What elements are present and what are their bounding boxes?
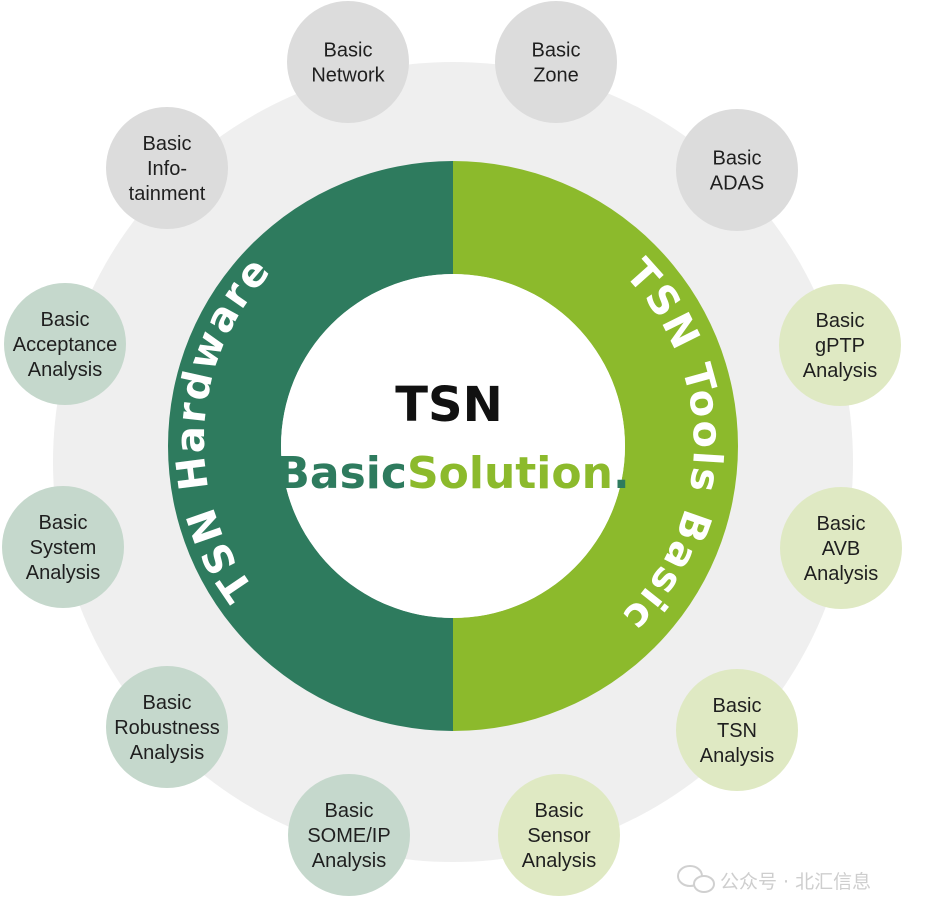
module-node-basic-gptp-analysis: Basic gPTP Analysis bbox=[779, 284, 901, 406]
module-label-line: Analysis bbox=[28, 359, 102, 381]
module-circle bbox=[676, 669, 798, 791]
module-nodes: BasicNetworkBasicZoneBasicADASBasicgPTPA… bbox=[2, 1, 902, 896]
module-circle bbox=[4, 283, 126, 405]
module-label-line: Basic bbox=[39, 512, 88, 534]
module-label-line: Analysis bbox=[803, 360, 877, 382]
module-circle bbox=[780, 487, 902, 609]
module-circle bbox=[2, 486, 124, 608]
module-label-line: Robustness bbox=[114, 717, 220, 739]
module-label-line: SOME/IP bbox=[307, 825, 390, 847]
module-label-line: Basic bbox=[532, 40, 581, 62]
module-label-line: Basic bbox=[713, 148, 762, 170]
module-label-line: Basic bbox=[143, 133, 192, 155]
module-label-line: TSN bbox=[717, 720, 757, 742]
module-label-line: Basic bbox=[713, 695, 762, 717]
module-label-line: System bbox=[30, 537, 97, 559]
module-circle bbox=[106, 107, 228, 229]
center-subtitle-solution: Solution bbox=[407, 448, 613, 499]
module-label-line: Analysis bbox=[522, 850, 596, 872]
module-label-line: Basic bbox=[324, 40, 373, 62]
module-circle bbox=[779, 284, 901, 406]
module-label-line: tainment bbox=[129, 183, 206, 205]
module-circle bbox=[288, 774, 410, 896]
center-disc bbox=[281, 274, 625, 618]
module-label-line: Basic bbox=[143, 692, 192, 714]
module-label-line: Analysis bbox=[312, 850, 386, 872]
module-label-line: Sensor bbox=[527, 825, 591, 847]
module-label-line: gPTP bbox=[815, 335, 865, 357]
watermark-text: 公众号 · 北汇信息 bbox=[720, 871, 871, 893]
module-label-line: Network bbox=[311, 65, 385, 87]
module-circle bbox=[106, 666, 228, 788]
module-label-line: Basic bbox=[535, 800, 584, 822]
module-label-line: Analysis bbox=[26, 562, 100, 584]
module-label-line: Analysis bbox=[700, 745, 774, 767]
module-label-line: Zone bbox=[533, 65, 579, 87]
module-label-line: Basic bbox=[325, 800, 374, 822]
wechat-icon bbox=[677, 865, 715, 893]
ring-right-tsn-tools-basic bbox=[453, 161, 738, 731]
center-subtitle-basic: Basic bbox=[276, 448, 407, 499]
module-label-line: AVB bbox=[822, 538, 861, 560]
module-label-line: Info- bbox=[147, 158, 187, 180]
center-title: TSN bbox=[395, 377, 502, 433]
module-label-line: Analysis bbox=[804, 563, 878, 585]
module-label-line: Acceptance bbox=[13, 334, 118, 356]
module-label-line: Basic bbox=[41, 309, 90, 331]
ring-left-tsn-hardware bbox=[168, 161, 453, 731]
module-label-line: Analysis bbox=[130, 742, 204, 764]
module-circle bbox=[676, 109, 798, 231]
watermark: 公众号 · 北汇信息 bbox=[677, 865, 871, 893]
module-label-line: Basic bbox=[816, 310, 865, 332]
module-circle bbox=[498, 774, 620, 896]
module-label-line: ADAS bbox=[710, 173, 764, 195]
module-circle bbox=[495, 1, 617, 123]
module-circle bbox=[287, 1, 409, 123]
module-label-line: Basic bbox=[817, 513, 866, 535]
center-subtitle: BasicSolution. bbox=[276, 448, 629, 499]
center-subtitle-dot: . bbox=[613, 448, 630, 499]
